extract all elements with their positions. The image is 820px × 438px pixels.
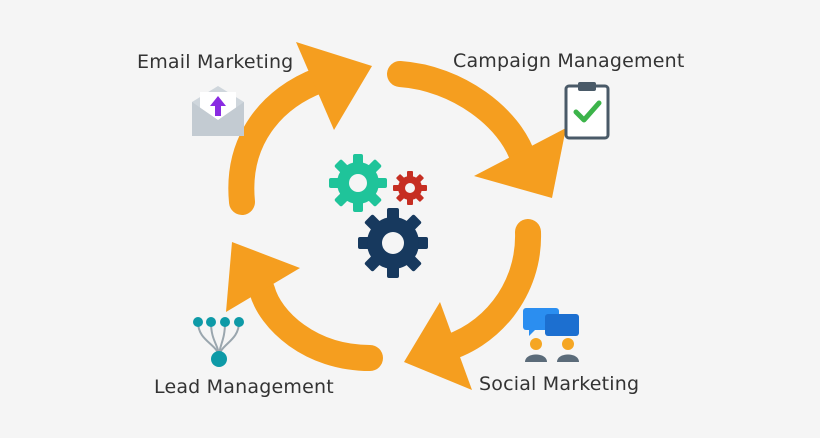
stage-label-lead-management: Lead Management <box>154 376 334 398</box>
arrowhead-top-left <box>296 42 372 130</box>
gears-icon <box>329 154 428 278</box>
gear-green <box>329 154 387 212</box>
arrow-to-campaign <box>228 67 333 215</box>
arrow-to-lead <box>427 219 542 363</box>
arrowhead-top-right <box>474 128 566 198</box>
chat-people-icon <box>523 308 579 362</box>
arrow-to-social <box>387 61 536 171</box>
clipboard-check-icon <box>564 82 610 140</box>
lead-funnel-icon <box>193 317 244 367</box>
envelope-upload-icon <box>192 86 244 136</box>
arrow-heads <box>226 42 566 390</box>
arrow-to-email <box>249 277 383 371</box>
arrowhead-bottom-right <box>404 302 472 390</box>
cycle-arrows <box>228 61 542 371</box>
arrowhead-bottom-left <box>226 242 300 312</box>
stage-label-campaign-management: Campaign Management <box>453 50 685 72</box>
gear-navy <box>358 208 428 278</box>
stage-label-email-marketing: Email Marketing <box>137 51 294 73</box>
gear-red <box>393 171 427 205</box>
stage-label-social-marketing: Social Marketing <box>479 373 640 395</box>
